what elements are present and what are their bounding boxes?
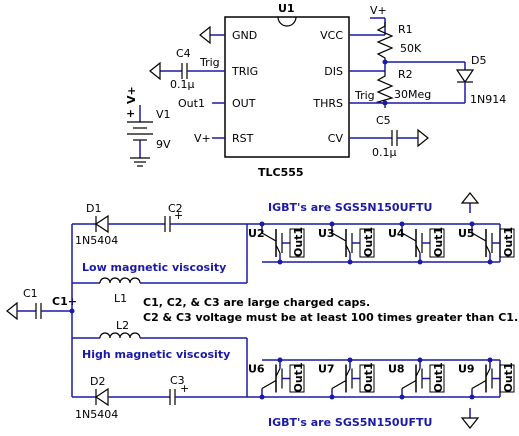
pin-out-label: OUT bbox=[232, 97, 256, 110]
c1-capacitor bbox=[6, 301, 75, 321]
d5-ref: D5 bbox=[471, 54, 486, 67]
d5-value: 1N914 bbox=[470, 93, 506, 106]
igbt-u6: U6 Out1 bbox=[248, 357, 305, 400]
c1-node: C1+ bbox=[52, 295, 77, 308]
d2-value: 1N5404 bbox=[75, 408, 118, 421]
c3-plus: + bbox=[180, 382, 189, 395]
r1-resistor bbox=[376, 22, 394, 62]
igbt-u2: U2 Out1 bbox=[248, 221, 305, 265]
dis-wire bbox=[349, 59, 465, 72]
l1-inductor bbox=[72, 277, 247, 284]
igbt-gate-label: Out1 bbox=[292, 227, 305, 257]
c3-capacitor bbox=[169, 389, 247, 405]
igbt-note-bottom: IGBT's are SGS5N150UFTU bbox=[268, 416, 432, 429]
pin-vcc-label: VCC bbox=[320, 29, 343, 42]
vcc-wire bbox=[349, 17, 386, 36]
l2-ref: L2 bbox=[116, 319, 129, 332]
v1-ref: V1 bbox=[156, 108, 171, 121]
out1-net: Out1 bbox=[178, 97, 205, 110]
vplus-top-net: V+ bbox=[370, 4, 387, 17]
igbt-gate-label: Out1 bbox=[432, 362, 445, 392]
igbt-ref: U6 bbox=[248, 363, 265, 376]
d1-ref: D1 bbox=[86, 202, 101, 215]
igbt-ref: U2 bbox=[248, 227, 265, 240]
igbt-gate-label: Out1 bbox=[432, 227, 445, 257]
l1-ref: L1 bbox=[114, 292, 127, 305]
c2-capacitor bbox=[164, 216, 247, 232]
igbt-u5: U5 Out1 bbox=[458, 221, 515, 265]
igbt-u9: U9 Out1 bbox=[458, 357, 515, 400]
igbt-ref: U7 bbox=[318, 363, 335, 376]
c5-capacitor bbox=[349, 128, 429, 148]
igbt-gate-label: Out1 bbox=[362, 227, 375, 257]
igbt-gate-label: Out1 bbox=[502, 227, 515, 257]
d5-diode bbox=[455, 62, 475, 103]
igbt-u7: U7 Out1 bbox=[318, 357, 375, 400]
timer-part: TLC555 bbox=[258, 166, 304, 179]
r1-ref: R1 bbox=[398, 23, 413, 36]
vplus-rst-net: V+ bbox=[194, 132, 211, 145]
timer-gnd-wire bbox=[199, 25, 225, 45]
d1-diode bbox=[72, 214, 165, 234]
trig-net-right: Trig bbox=[354, 89, 375, 102]
thrs-wire bbox=[349, 100, 465, 106]
d2-ref: D2 bbox=[90, 375, 105, 388]
igbt-ref: U3 bbox=[318, 227, 335, 240]
low-viscosity-label: Low magnetic viscosity bbox=[82, 261, 226, 274]
note-1: C1, C2, & C3 are large charged caps. bbox=[143, 296, 370, 309]
pin-cv-label: CV bbox=[328, 132, 344, 145]
pin-dis-label: DIS bbox=[324, 65, 343, 78]
timer-ref: U1 bbox=[278, 2, 295, 15]
pin-trig-label: TRIG bbox=[231, 65, 258, 78]
igbt-u4: U4 Out1 bbox=[388, 221, 445, 265]
igbt-u3: U3 Out1 bbox=[318, 221, 375, 265]
c5-ref: C5 bbox=[376, 114, 391, 127]
timer-ic bbox=[224, 16, 350, 158]
c4-ref: C4 bbox=[176, 47, 191, 60]
v1-battery bbox=[127, 105, 153, 167]
c2-plus: + bbox=[174, 209, 183, 222]
r2-value: 30Meg bbox=[394, 88, 431, 101]
ground-top bbox=[460, 192, 480, 213]
igbt-ref: U8 bbox=[388, 363, 405, 376]
igbt-ref: U9 bbox=[458, 363, 475, 376]
d1-value: 1N5404 bbox=[75, 234, 118, 247]
c3-ref: C3 bbox=[170, 374, 185, 387]
l2-inductor bbox=[72, 332, 247, 339]
pin-thrs-label: THRS bbox=[312, 97, 343, 110]
pin-gnd-label: GND bbox=[232, 29, 257, 42]
igbt-gate-label: Out1 bbox=[292, 362, 305, 392]
igbt-bank-bottom: U6 Out1 U7 Out1 U8 Out1 U9 Out1 bbox=[247, 357, 515, 400]
note-2: C2 & C3 voltage must be at least 100 tim… bbox=[143, 311, 518, 324]
trig-net-left: Trig bbox=[199, 56, 220, 69]
c5-value: 0.1µ bbox=[372, 146, 397, 159]
igbt-u8: U8 Out1 bbox=[388, 357, 445, 400]
v1-value: 9V bbox=[156, 138, 171, 151]
igbt-gate-label: Out1 bbox=[362, 362, 375, 392]
v1-plus: + bbox=[126, 107, 135, 120]
c2-ref: C2 bbox=[168, 202, 183, 215]
r2-ref: R2 bbox=[398, 68, 413, 81]
vplus-supply-net: V+ bbox=[125, 86, 138, 104]
pin-rst-label: RST bbox=[232, 132, 254, 145]
igbt-bank-top: U2 Out1 U3 Out1 U4 Out1 U5 Out1 bbox=[247, 221, 515, 265]
igbt-ref: U5 bbox=[458, 227, 475, 240]
high-viscosity-label: High magnetic viscosity bbox=[82, 348, 230, 361]
ground-bottom bbox=[460, 408, 480, 429]
c4-capacitor bbox=[149, 61, 225, 81]
r1-value: 50K bbox=[400, 42, 422, 55]
c1-ref: C1 bbox=[23, 287, 38, 300]
d2-diode bbox=[72, 387, 170, 407]
igbt-gate-label: Out1 bbox=[502, 362, 515, 392]
c4-value: 0.1µ bbox=[170, 78, 195, 91]
igbt-ref: U4 bbox=[388, 227, 405, 240]
igbt-note-top: IGBT's are SGS5N150UFTU bbox=[268, 201, 432, 214]
